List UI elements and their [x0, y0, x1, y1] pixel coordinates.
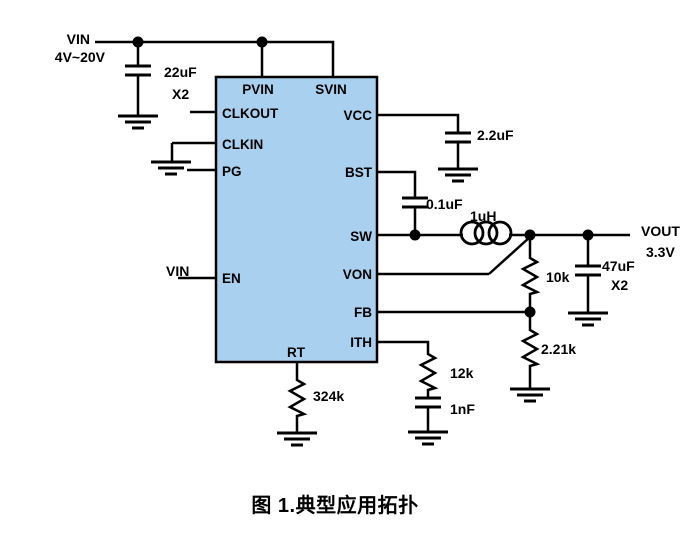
fb-divider-ground-icon — [508, 387, 552, 403]
wire-vcc — [377, 113, 460, 133]
junction-vin-cap — [132, 36, 144, 48]
pin-vcc: VCC — [343, 108, 372, 123]
vcc-cap-ground-icon — [436, 167, 480, 183]
junction-sw-divider — [524, 229, 536, 241]
figure-caption: 图 1.典型应用拓扑 — [251, 493, 418, 517]
pin-svin: SVIN — [315, 82, 347, 97]
pin-rt: RT — [287, 345, 306, 360]
input-cap-ground-icon — [116, 114, 160, 130]
vin-range-label: 4V~20V — [55, 49, 106, 65]
vin-net-label: VIN — [67, 31, 90, 47]
output-cap-qty: X2 — [611, 277, 628, 293]
junction-vin-pvin — [256, 36, 268, 48]
ith-ground-icon — [406, 430, 450, 446]
wire-von-diagonal — [488, 236, 531, 275]
ith-capacitor-icon — [413, 396, 443, 409]
fb-upper-res-value: 10k — [546, 269, 570, 285]
vcc-cap-value: 2.2uF — [477, 127, 514, 143]
pin-bst: BST — [345, 165, 373, 180]
junction-vout-cap — [582, 229, 594, 241]
ic-block — [214, 75, 379, 364]
junction-bst-sw — [409, 229, 421, 241]
pin-clkin: CLKIN — [222, 137, 263, 152]
ith-cap-value: 1nF — [450, 401, 475, 417]
pin-ith: ITH — [350, 335, 372, 350]
rt-ground-icon — [275, 431, 319, 447]
vcc-capacitor-icon — [443, 131, 473, 144]
wire-ith — [377, 340, 430, 352]
wire-vin-rail — [95, 40, 335, 77]
output-cap-value: 47uF — [602, 258, 635, 274]
bst-capacitor-icon — [400, 196, 430, 209]
vout-net-label: VOUT — [641, 223, 680, 239]
input-capacitor-icon — [123, 64, 153, 77]
pin-pvin: PVIN — [242, 82, 274, 97]
input-cap-value: 22uF — [164, 64, 197, 80]
wire-bst — [377, 170, 417, 198]
inductor-icon — [459, 220, 513, 246]
pin-sw: SW — [350, 229, 372, 244]
vout-value-label: 3.3V — [646, 244, 675, 260]
pin-clkout: CLKOUT — [222, 106, 279, 121]
bst-cap-value: 0.1uF — [426, 196, 463, 212]
junction-fb — [524, 306, 536, 318]
rt-resistor-icon — [288, 376, 306, 420]
pin-fb: FB — [354, 305, 372, 320]
fb-upper-resistor-icon — [521, 254, 539, 298]
input-cap-qty: X2 — [172, 86, 189, 102]
rt-res-value: 324k — [313, 388, 344, 404]
ith-resistor-icon — [419, 350, 437, 394]
en-source-label: VIN — [166, 263, 189, 279]
fb-lower-resistor-icon — [521, 326, 539, 370]
pin-en: EN — [222, 271, 241, 286]
pin-pg: PG — [222, 164, 242, 179]
ith-res-value: 12k — [450, 365, 474, 381]
fb-lower-res-value: 2.21k — [541, 341, 576, 357]
clkin-pg-ground-icon — [149, 160, 193, 176]
output-cap-ground-icon — [566, 311, 610, 327]
inductor-value: 1uH — [470, 208, 496, 224]
output-capacitor-icon — [573, 264, 603, 277]
pin-von: VON — [343, 267, 372, 282]
